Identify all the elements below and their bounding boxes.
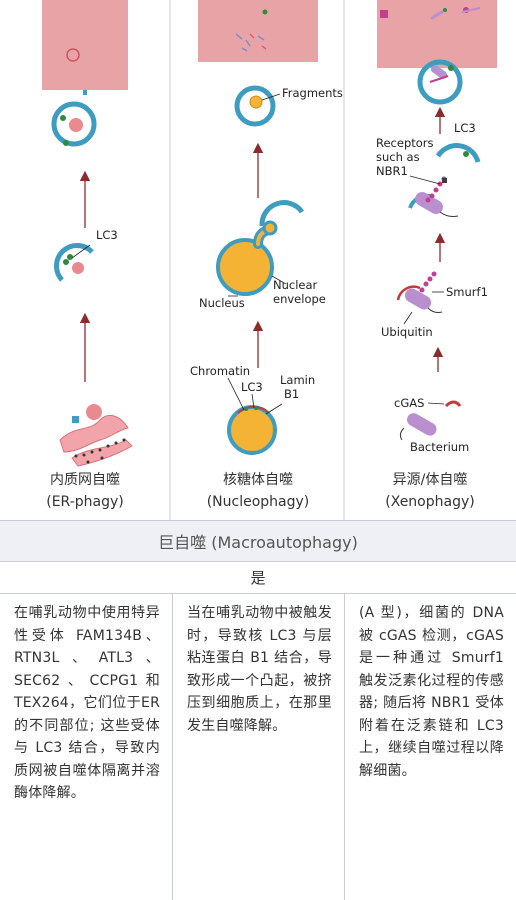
cargo-in-lysosome (66, 48, 80, 62)
lc3-dot (63, 140, 69, 146)
column-title-en: (Nucleophagy) (207, 494, 310, 510)
description-row: 在哺乳动物中使用特异性受体 FAM134B、RTN3L、ATL3、SEC62、C… (0, 594, 516, 900)
chromatin-label: Chromatin (190, 364, 250, 378)
lysosome (198, 0, 318, 62)
column-title-en: (Xenophagy) (385, 494, 474, 510)
nucleus (227, 405, 277, 455)
bacterium (415, 192, 443, 214)
ubiquitin-label: Ubiquitin (381, 325, 433, 339)
phagophore (54, 243, 94, 282)
receptors-label: such as (376, 150, 420, 164)
fragments-label: Fragments (282, 86, 343, 100)
er-fragment (69, 118, 83, 132)
lamin-label: B1 (284, 387, 299, 401)
nucleus-label: Nucleus (199, 296, 245, 310)
er-phagy-panel: LC3 内质网自噬 (ER-phagy) (42, 0, 133, 510)
bacterium (404, 288, 432, 310)
column-title-zh: 内质网自噬 (50, 472, 120, 488)
smurf1-label: Smurf1 (446, 285, 488, 299)
macroautophagy-banner: 巨自噬 (Macroautophagy) (0, 520, 516, 562)
bacterium-label: Bacterium (410, 440, 469, 454)
er-fragment (72, 262, 84, 274)
receptors-label: Receptors (376, 136, 434, 150)
lc3-label: LC3 (96, 228, 118, 242)
endoplasmic-reticulum (59, 404, 133, 467)
lc3-dot (63, 259, 69, 265)
column-title-en: (ER-phagy) (46, 494, 124, 510)
lc3-label: LC3 (454, 121, 476, 135)
nuclear-fragment (249, 95, 263, 109)
autophagy-figure: LC3 内质网自噬 (ER-phagy) (42, 0, 497, 520)
answer-row: 是 (0, 562, 516, 594)
bacterium (407, 413, 437, 436)
lc3-dot (60, 115, 66, 121)
nucleus (216, 238, 274, 296)
column-title-zh: 核糖体自噬 (223, 472, 293, 488)
phagophore (259, 200, 305, 227)
nucleophagy-panel: Fragments Nucleus Nuclear envelope (190, 0, 343, 510)
bacterium (430, 65, 448, 79)
autophagosome (51, 101, 97, 147)
xenophagy-panel: LC3 Receptors such as NBR1 (376, 0, 497, 510)
nucleophagy-description: 当在哺乳动物中被触发时，导致核 LC3 与层粘连蛋白 B1 结合，导致形成一个凸… (172, 594, 344, 900)
lc3-dot (67, 254, 73, 260)
lc3-label: LC3 (241, 380, 263, 394)
xenophagy-description: (A 型)，细菌的 DNA 被 cGAS 检测，cGAS 是一种通过 Smurf… (344, 594, 516, 900)
autophagosome (234, 85, 276, 127)
nuclear-envelope-label: Nuclear (273, 278, 318, 292)
autophagosome (417, 59, 463, 105)
lysosome (42, 0, 128, 90)
cgas (444, 400, 462, 408)
receptors-label: NBR1 (376, 164, 408, 178)
er-phagy-description: 在哺乳动物中使用特异性受体 FAM134B、RTN3L、ATL3、SEC62、C… (14, 605, 160, 801)
lysosome (377, 0, 497, 68)
lamin-label: Lamin (280, 373, 315, 387)
phagophore (435, 143, 481, 163)
column-title-zh: 异源/体自噬 (393, 472, 468, 488)
cgas-label: cGAS (394, 396, 424, 410)
nuclear-envelope-label: envelope (273, 292, 326, 306)
autophagy-diagram: LC3 内质网自噬 (ER-phagy) (42, 0, 497, 520)
